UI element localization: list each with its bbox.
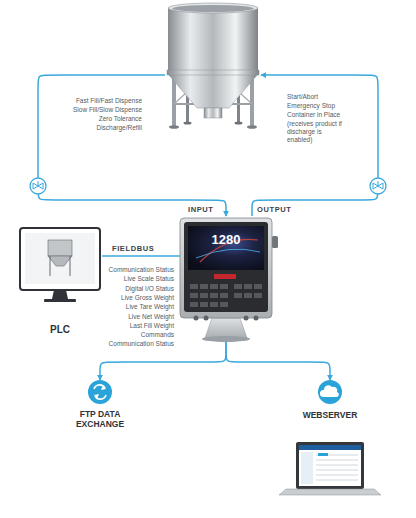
node-label: WEBSERVER <box>296 411 364 421</box>
signal-label: Container in Place <box>287 111 367 119</box>
signal-label: Digital I/O Status <box>84 285 174 293</box>
signal-label: (receives product if discharge is enable… <box>287 120 345 143</box>
valve-icon <box>370 178 386 194</box>
connector-label: FIELDBUS <box>112 244 154 253</box>
plc-monitor <box>20 228 100 302</box>
connector-line <box>38 75 226 216</box>
valve-icon <box>30 178 46 194</box>
signal-label: Last Fill Weight <box>84 322 174 330</box>
hopper-illustration <box>167 3 259 129</box>
signal-label: Zero Tolerance <box>52 115 142 123</box>
webserver-laptop <box>279 442 381 495</box>
connector-label: INPUT <box>188 205 214 214</box>
diagram-node: WEBSERVER <box>296 380 364 424</box>
cloud-icon <box>318 380 342 404</box>
diagram-node <box>165 2 261 128</box>
signal-label: Live Tare Weight <box>84 303 174 311</box>
node-label: PLC <box>18 324 102 336</box>
ftp-icon <box>88 380 112 404</box>
signal-label: Fast Fill/Fast Dispense <box>52 97 142 105</box>
signal-label: Emergency Stop <box>287 102 367 110</box>
signal-label: Slow Fill/Slow Dispense <box>52 106 142 114</box>
signal-label: Live Scale Status <box>84 275 174 283</box>
connector-label: OUTPUT <box>257 205 291 214</box>
signal-label: Commands <box>84 331 174 339</box>
node-label: 1280 <box>180 233 272 248</box>
diagram-node: PLC <box>18 226 102 338</box>
indicator-illustration <box>180 218 278 342</box>
node-label: FTP DATA EXCHANGE <box>68 410 132 430</box>
connector-line <box>102 255 180 257</box>
signal-label: Live Net Weight <box>84 313 174 321</box>
signal-label: Discharge/Refill <box>52 124 142 132</box>
diagram-node: 1280 <box>180 216 272 342</box>
diagram-node: FTP DATA EXCHANGE <box>68 380 132 436</box>
signal-label: Communication Status <box>84 266 174 274</box>
connector-line <box>226 342 330 380</box>
signal-label: Live Gross Weight <box>84 294 174 302</box>
connector-line <box>100 342 226 380</box>
connector-line <box>252 75 378 216</box>
signal-label: Start/Abort <box>287 93 367 101</box>
signal-label: Communication Status <box>84 340 174 348</box>
